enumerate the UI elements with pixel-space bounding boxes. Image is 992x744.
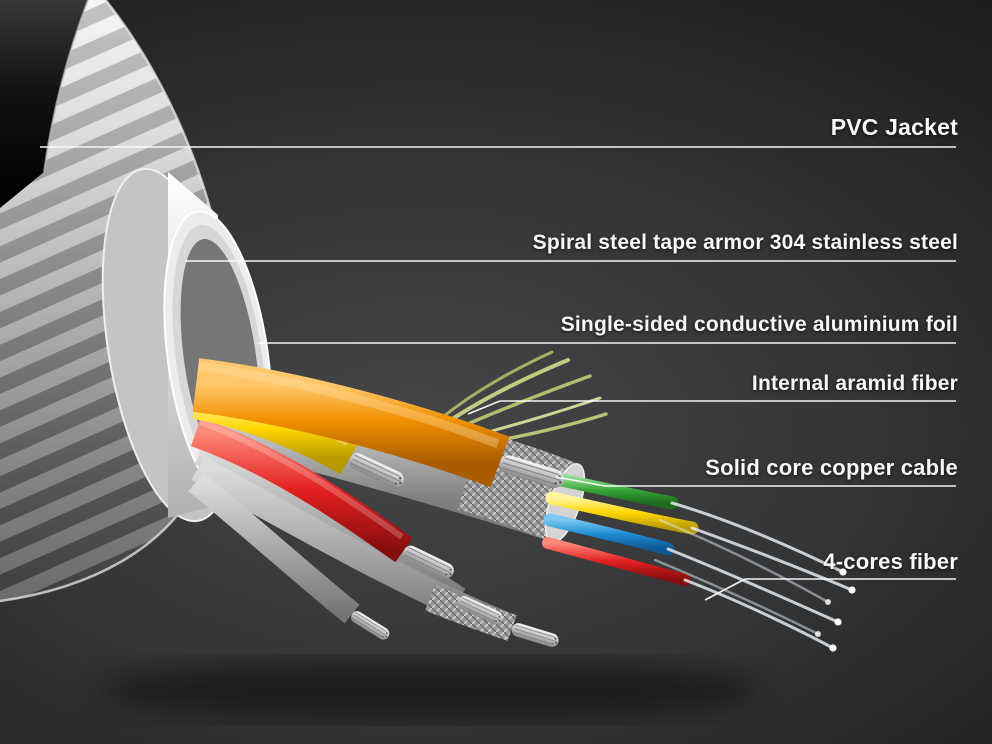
gray-wires xyxy=(188,439,561,650)
label-aluminium-foil: Single-sided conductive aluminium foil xyxy=(560,313,958,336)
orange-wire xyxy=(192,358,567,492)
fiber-cores xyxy=(542,471,699,586)
fiber-strands xyxy=(653,501,854,650)
core-green xyxy=(545,471,679,510)
leader-line-aramid-tick xyxy=(467,400,501,415)
label-4-cores-fiber: 4-cores fiber xyxy=(823,549,958,574)
leader-line-fiber-tick xyxy=(704,578,746,601)
label-pvc-jacket: PVC Jacket xyxy=(830,114,958,140)
label-spiral-armor: Spiral steel tape armor 304 stainless st… xyxy=(532,231,958,254)
label-copper-cable: Solid core copper cable xyxy=(705,455,958,480)
core-blue xyxy=(543,513,675,556)
leader-line-copper-tick xyxy=(555,476,606,487)
copper-strand-tip xyxy=(509,620,561,650)
copper-strand-tip xyxy=(348,608,393,643)
fiber-tips xyxy=(815,568,856,652)
red-wire xyxy=(190,417,458,582)
label-aramid-fiber: Internal aramid fiber xyxy=(751,372,958,395)
core-yellow xyxy=(545,491,699,535)
pvc-jacket xyxy=(0,0,89,208)
cable-shadow xyxy=(100,660,760,720)
core-red xyxy=(542,537,691,586)
